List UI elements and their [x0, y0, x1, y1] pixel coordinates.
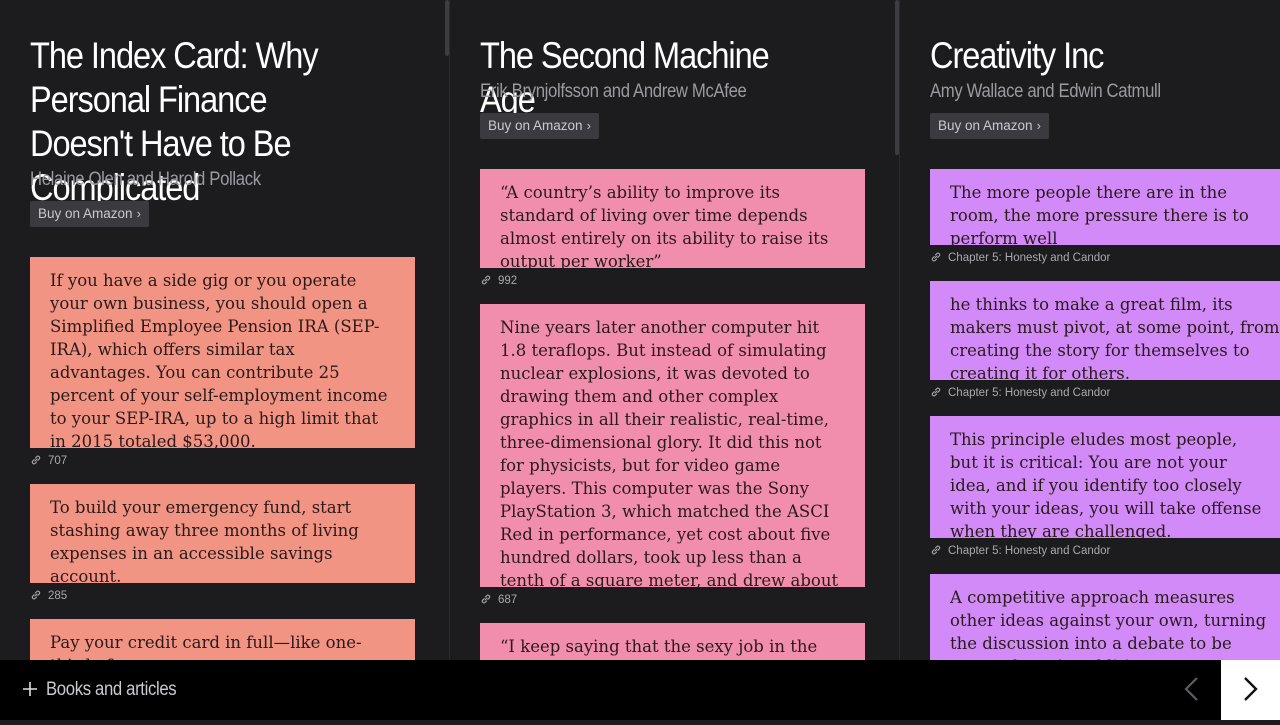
bottom-bar: Books and articles	[0, 660, 1280, 720]
highlight-card[interactable]: Nine years later another computer hit 1.…	[480, 304, 865, 587]
highlight-text: A competitive approach measures other id…	[950, 588, 1267, 660]
buy-on-amazon-button[interactable]: Buy on Amazon›	[480, 113, 599, 139]
highlight-card[interactable]: Pay your credit card in full—like one-th…	[30, 619, 415, 660]
highlight-card[interactable]: he thinks to make a great film, its make…	[930, 281, 1280, 380]
highlight-card[interactable]: This principle eludes most people, but i…	[930, 416, 1280, 538]
book-column-index-card: The Index Card: Why Personal Finance Doe…	[0, 0, 450, 660]
highlight-location: Chapter 5: Honesty and Candor	[948, 545, 1111, 557]
chevron-right-icon: ›	[136, 206, 141, 221]
highlight-location: 707	[48, 455, 68, 467]
book-title: The Second Machine Age	[480, 35, 770, 120]
highlight-card[interactable]: A competitive approach measures other id…	[930, 574, 1280, 660]
column-divider	[899, 0, 900, 660]
highlight-meta[interactable]: 707	[30, 454, 67, 468]
link-icon	[31, 590, 41, 600]
highlight-card[interactable]: If you have a side gig or you operate yo…	[30, 257, 415, 448]
link-icon	[931, 545, 941, 555]
chevron-right-icon	[1244, 677, 1258, 701]
highlight-location: 992	[498, 275, 518, 287]
book-authors: Helaine Olen and Harold Pollack	[30, 169, 261, 190]
buy-button-label: Buy on Amazon	[488, 118, 583, 133]
highlight-text: “A country’s ability to improve its stan…	[500, 183, 829, 268]
highlight-text: This principle eludes most people, but i…	[950, 430, 1262, 538]
highlight-location: Chapter 5: Honesty and Candor	[948, 252, 1111, 264]
book-title: Creativity Inc	[930, 35, 1104, 76]
book-columns: The Index Card: Why Personal Finance Doe…	[0, 0, 1280, 660]
buy-on-amazon-button[interactable]: Buy on Amazon›	[930, 113, 1049, 139]
highlight-meta[interactable]: 992	[480, 274, 517, 288]
previous-button[interactable]	[1170, 668, 1210, 712]
scrollbar-thumb[interactable]	[445, 0, 449, 56]
book-column-second-machine-age: The Second Machine Age Erik Brynjolfsson…	[450, 0, 900, 660]
highlight-meta[interactable]: Chapter 5: Honesty and Candor	[930, 544, 1110, 558]
chevron-left-icon	[1184, 677, 1198, 701]
plus-icon	[22, 678, 38, 702]
highlight-text: If you have a side gig or you operate yo…	[50, 271, 388, 448]
chevron-right-icon: ›	[1036, 118, 1041, 133]
highlight-text: “I keep saying that the sexy job in the …	[500, 637, 818, 656]
highlight-meta[interactable]: Chapter 5: Honesty and Candor	[930, 386, 1110, 400]
highlight-card[interactable]: To build your emergency fund, start stas…	[30, 484, 415, 583]
highlight-text: To build your emergency fund, start stas…	[50, 498, 359, 583]
book-authors: Amy Wallace and Edwin Catmull	[930, 81, 1161, 102]
next-button[interactable]	[1221, 660, 1280, 720]
highlight-meta[interactable]: 687	[480, 593, 517, 607]
highlight-text: he thinks to make a great film, its make…	[950, 295, 1280, 380]
chevron-right-icon: ›	[586, 118, 591, 133]
column-divider	[449, 0, 450, 660]
book-column-creativity-inc: Creativity Inc Amy Wallace and Edwin Cat…	[900, 0, 1280, 660]
highlight-location: Chapter 5: Honesty and Candor	[948, 387, 1111, 399]
highlight-location: 687	[498, 594, 518, 606]
highlight-text: Nine years later another computer hit 1.…	[500, 318, 839, 587]
add-books-button[interactable]: Books and articles	[22, 678, 194, 702]
link-icon	[31, 455, 41, 465]
highlight-location: 285	[48, 590, 68, 602]
add-books-label: Books and articles	[46, 679, 177, 700]
buy-button-label: Buy on Amazon	[38, 206, 133, 221]
link-icon	[481, 275, 491, 285]
highlight-text: The more people there are in the room, t…	[950, 183, 1249, 245]
highlight-card[interactable]: “I keep saying that the sexy job in the …	[480, 623, 865, 660]
buy-button-label: Buy on Amazon	[938, 118, 1033, 133]
link-icon	[931, 252, 941, 262]
book-title: The Index Card: Why Personal Finance Doe…	[30, 35, 319, 208]
book-authors: Erik Brynjolfsson and Andrew McAfee	[480, 81, 747, 102]
highlight-meta[interactable]: Chapter 5: Honesty and Candor	[930, 251, 1110, 265]
highlight-text: Pay your credit card in full—like one-th…	[50, 633, 362, 660]
highlight-card[interactable]: The more people there are in the room, t…	[930, 169, 1280, 245]
highlight-card[interactable]: “A country’s ability to improve its stan…	[480, 169, 865, 268]
scrollbar-thumb[interactable]	[895, 0, 899, 155]
buy-on-amazon-button[interactable]: Buy on Amazon›	[30, 201, 149, 227]
link-icon	[931, 387, 941, 397]
highlight-meta[interactable]: 285	[30, 589, 67, 603]
link-icon	[481, 594, 491, 604]
